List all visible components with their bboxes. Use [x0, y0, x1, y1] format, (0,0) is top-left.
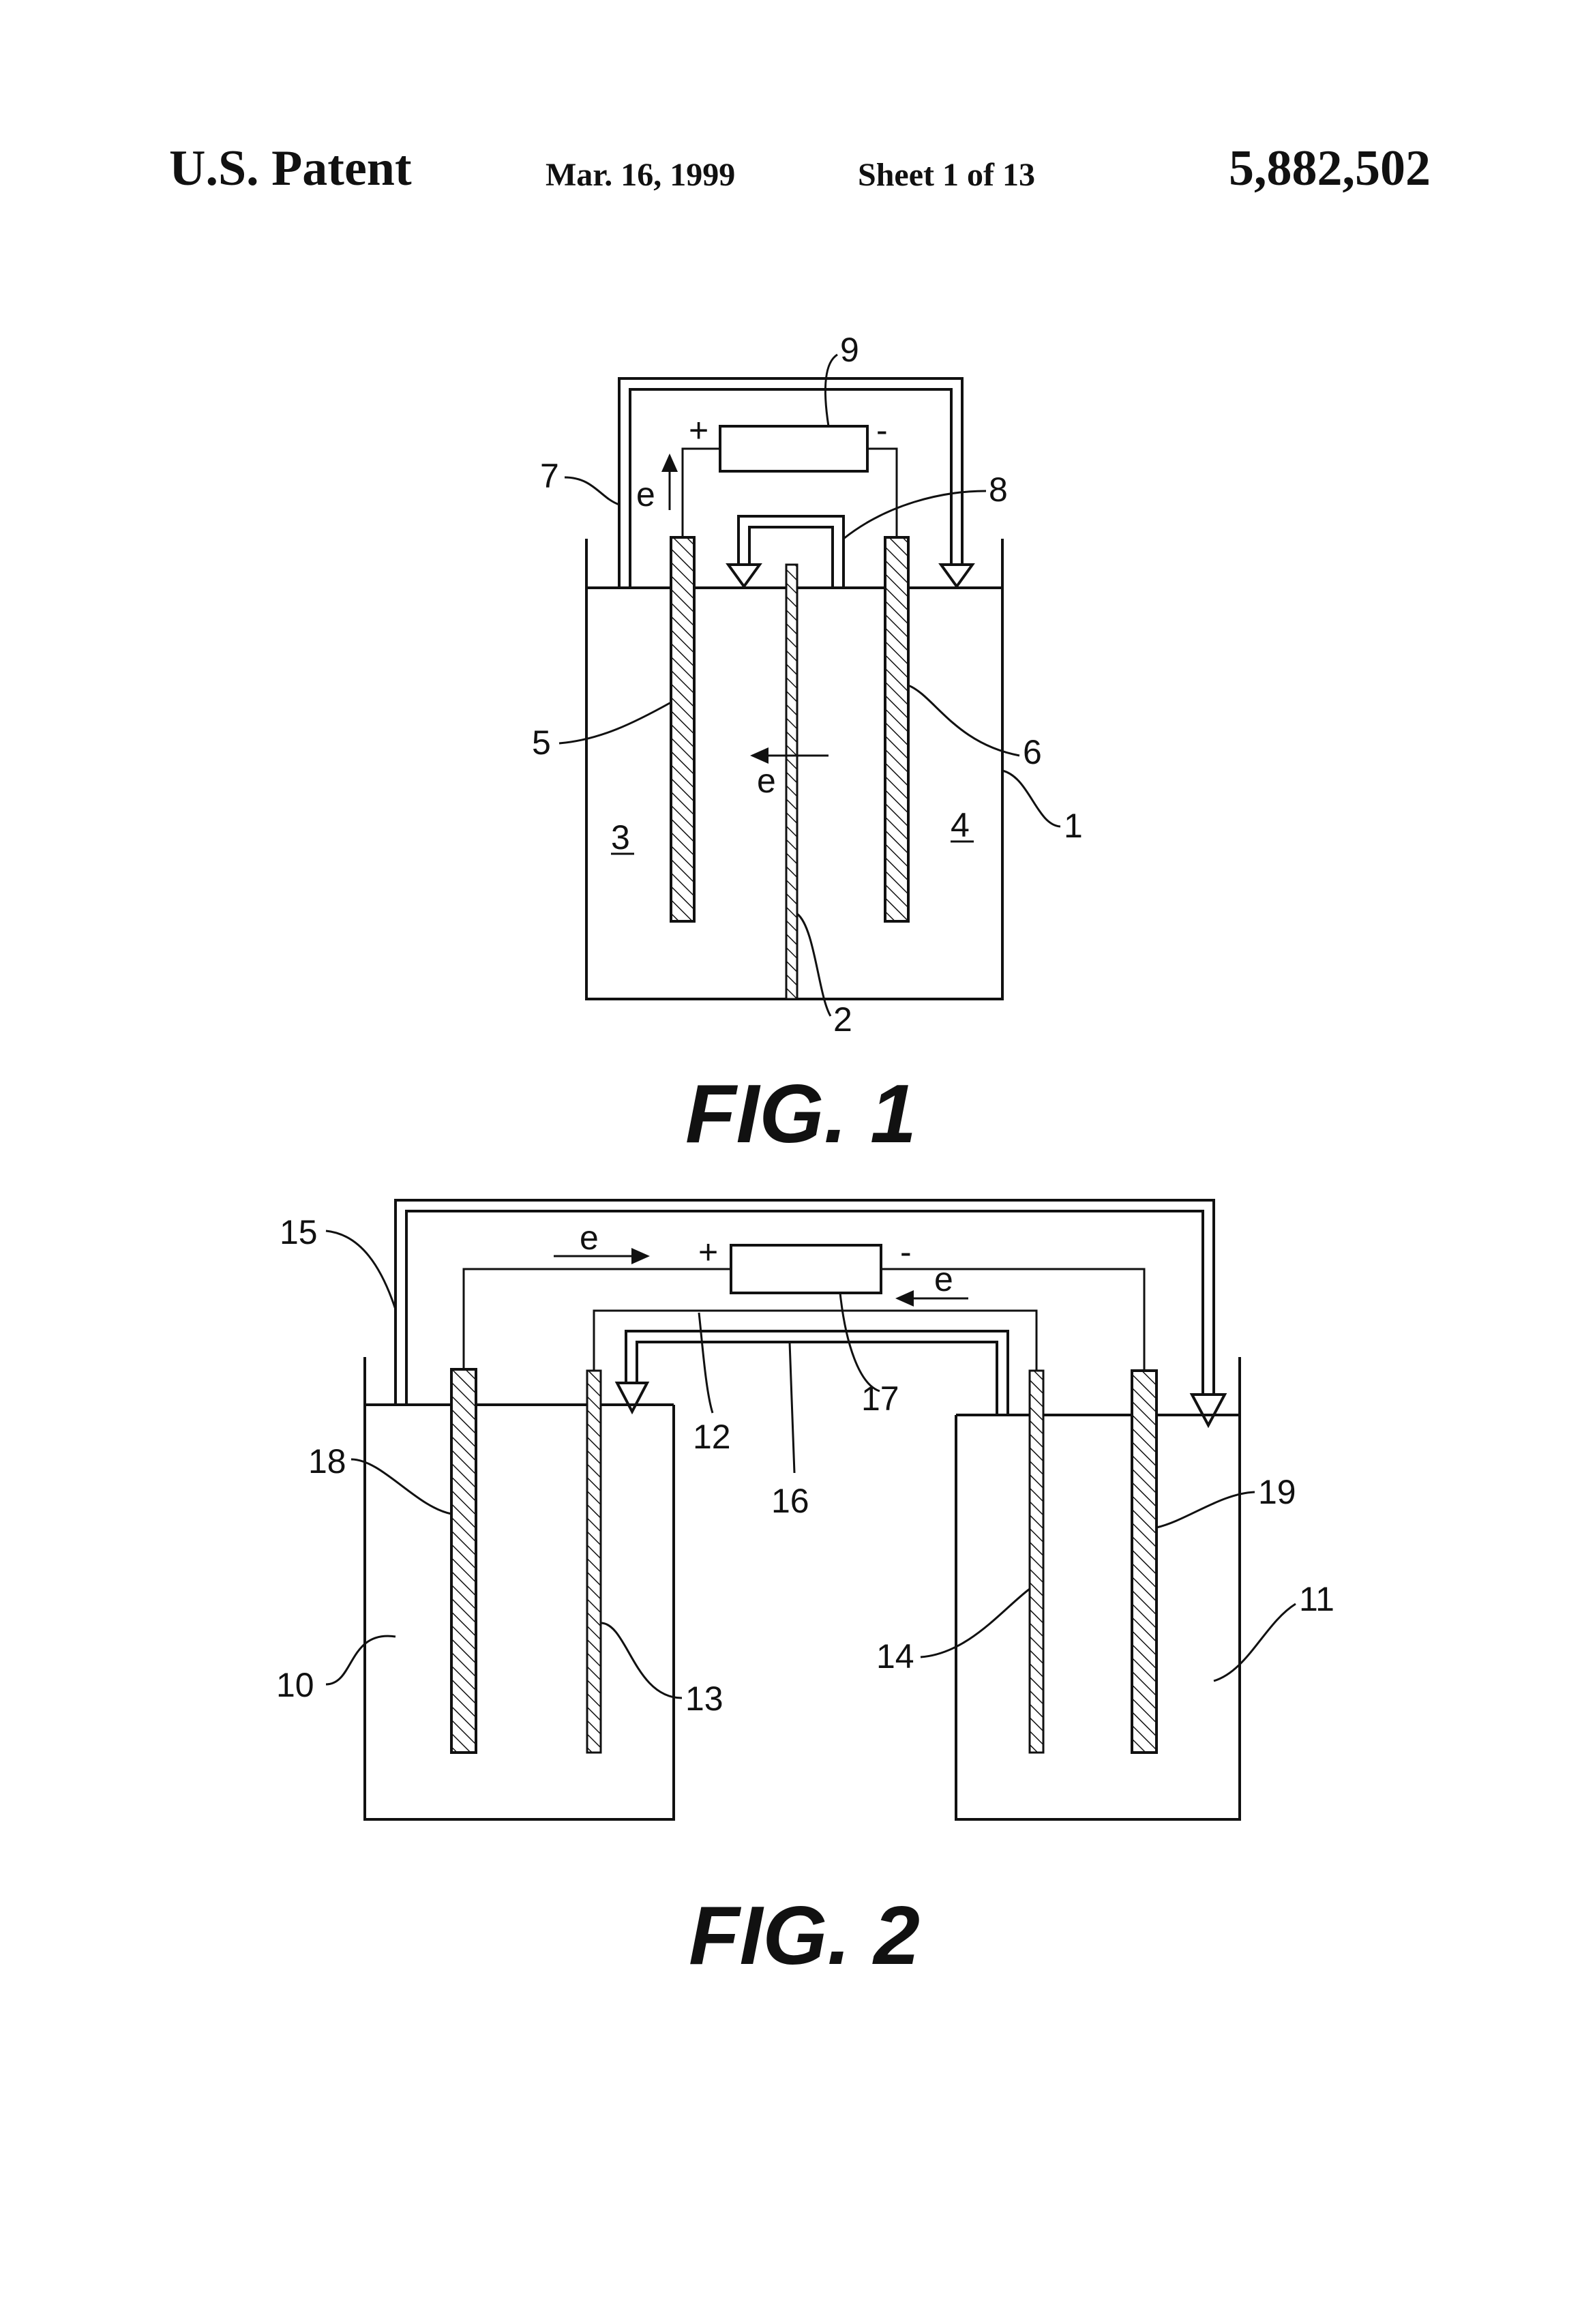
fig2-leader-13 — [601, 1623, 682, 1698]
fig2-electrode-19 — [1132, 1371, 1156, 1753]
fig2-label-15: 15 — [280, 1213, 318, 1251]
fig2-leader-12 — [699, 1313, 713, 1413]
fig1-label-1: 1 — [1064, 807, 1083, 845]
fig1-label-8: 8 — [989, 471, 1008, 509]
figure-1 — [559, 355, 1060, 1016]
fig2-leader-16 — [790, 1342, 794, 1473]
fig1-membrane — [786, 565, 797, 999]
fig2-label-e-left: e — [580, 1219, 599, 1257]
fig2-label-16: 16 — [771, 1482, 809, 1520]
figure-2 — [326, 1200, 1296, 1819]
fig2-electrode-14 — [1030, 1371, 1043, 1753]
fig1-leader-5 — [559, 702, 671, 743]
fig1-electrode-left — [671, 537, 694, 921]
fig1-wire-right — [867, 449, 897, 537]
fig1-leader-7 — [565, 477, 619, 505]
figure-2-labels: 15 e + - e 17 12 16 18 19 11 14 10 13 FI… — [276, 1213, 1334, 1982]
fig1-leader-2 — [797, 914, 831, 1016]
fig2-conduit-16-inner — [637, 1342, 997, 1415]
fig2-leader-11 — [1214, 1604, 1296, 1681]
fig2-container-right — [956, 1357, 1240, 1819]
fig2-electrode-18 — [451, 1369, 476, 1753]
figure-1-labels: 9 + - 7 e 8 5 e 6 3 4 1 2 FIG. 1 — [532, 331, 1083, 1160]
fig2-wire-right — [881, 1269, 1144, 1371]
fig2-conduit-outer — [395, 1200, 1214, 1405]
fig1-label-7: 7 — [540, 457, 559, 495]
fig2-caption: FIG. 2 — [689, 1889, 920, 1982]
fig1-caption: FIG. 1 — [685, 1067, 916, 1160]
fig1-label-3: 3 — [611, 818, 630, 856]
fig2-conduit-16-outer — [626, 1331, 1008, 1415]
fig1-wire-left — [683, 449, 720, 537]
fig2-power-supply — [731, 1245, 881, 1293]
fig2-label-14: 14 — [876, 1637, 914, 1675]
fig2-label-12: 12 — [693, 1418, 731, 1456]
fig1-label-6: 6 — [1023, 733, 1042, 771]
fig2-leader-14 — [921, 1589, 1030, 1657]
fig2-leader-10 — [326, 1636, 395, 1684]
fig2-label-19: 19 — [1258, 1473, 1296, 1511]
fig2-conduit-arrowhead — [1192, 1395, 1225, 1425]
fig2-label-11: 11 — [1299, 1580, 1334, 1618]
fig1-electrode-right — [885, 537, 908, 921]
fig2-conduit-16-arrowhead — [617, 1383, 647, 1412]
fig1-leader-8 — [844, 491, 986, 539]
fig1-label-2: 2 — [833, 1000, 852, 1039]
fig1-conduit-arrowhead — [941, 565, 972, 586]
fig2-label-plus: + — [698, 1233, 718, 1271]
fig2-label-17: 17 — [861, 1380, 899, 1418]
fig2-leader-18 — [351, 1459, 451, 1514]
fig2-label-10: 10 — [276, 1666, 314, 1704]
fig2-label-minus: - — [900, 1233, 912, 1271]
fig1-label-5: 5 — [532, 724, 551, 762]
fig1-label-e-top: e — [636, 475, 655, 513]
fig2-label-18: 18 — [308, 1442, 346, 1480]
fig1-label-plus: + — [689, 411, 708, 449]
fig1-label-minus: - — [876, 411, 888, 449]
fig1-label-e-mid: e — [757, 762, 776, 800]
fig1-power-supply — [720, 426, 867, 471]
fig2-container-left — [365, 1357, 674, 1819]
fig2-wire-left — [464, 1269, 731, 1369]
fig2-electrode-13 — [587, 1371, 601, 1753]
fig2-conduit-inner — [406, 1211, 1203, 1405]
fig2-label-e-right: e — [934, 1260, 953, 1298]
fig1-label-4: 4 — [951, 806, 970, 844]
fig2-leader-15 — [326, 1231, 395, 1309]
fig1-leader-1 — [1002, 771, 1060, 826]
fig2-label-13: 13 — [685, 1680, 723, 1718]
fig1-bridge-arrowhead — [728, 565, 760, 586]
fig1-label-9: 9 — [840, 331, 859, 369]
